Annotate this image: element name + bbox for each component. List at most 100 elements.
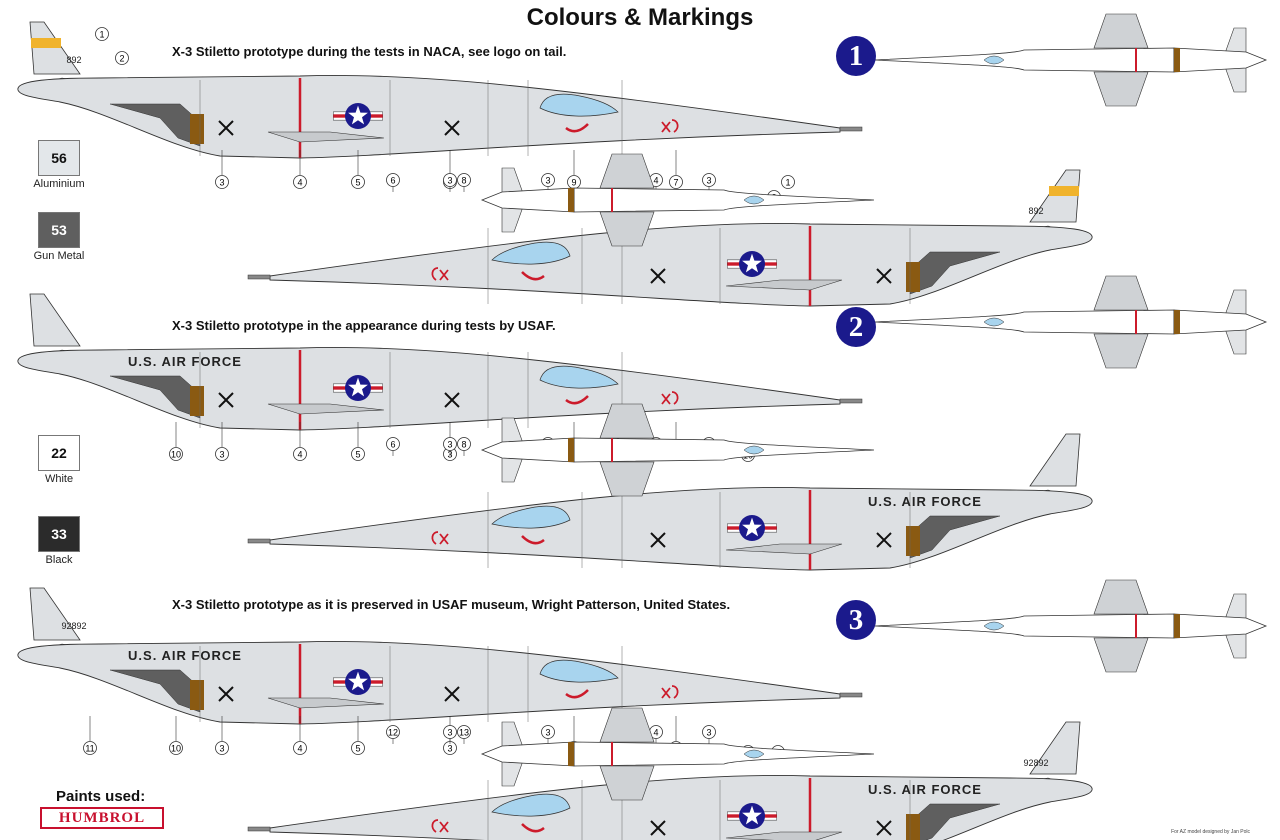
canopy: [539, 659, 619, 683]
plan-wing-lower: [599, 765, 655, 801]
callout-number: 3: [447, 176, 452, 186]
plan-canopy: [983, 317, 1005, 327]
callout-circle: [386, 437, 400, 451]
cross-marking: [218, 392, 234, 408]
side-view-right-scheme-1: 892: [247, 169, 1093, 307]
plan-exhaust: [1174, 614, 1180, 638]
exhaust-ring: [190, 386, 204, 416]
x-emblem: [661, 119, 679, 133]
callout-circle: [386, 725, 400, 739]
wing: [267, 697, 385, 709]
fuselage: [17, 640, 841, 725]
nose-probe: [839, 126, 863, 132]
wing: [267, 131, 385, 143]
paint-name-gun-metal: Gun Metal: [33, 250, 85, 262]
plan-exhaust: [1174, 310, 1180, 334]
callout-circle: [351, 175, 365, 189]
callout-number: 3: [706, 728, 711, 738]
cross-marking: [876, 268, 892, 284]
canopy: [491, 505, 571, 529]
plan-view-bottom-scheme-1: [480, 153, 875, 247]
star-icon: [742, 517, 762, 537]
designer-credit: For AZ model designed by Jan Polc: [1171, 829, 1250, 835]
callout-number: 4: [653, 728, 658, 738]
side-view-left-scheme-2: U.S. AIR FORCE: [17, 293, 863, 431]
callout-number: 3: [219, 450, 224, 460]
plan-canopy: [743, 445, 765, 455]
paint-swatch-aluminium: 56: [38, 140, 80, 176]
plan-view-bottom-scheme-3: [480, 707, 875, 801]
callout-number: 4: [297, 450, 302, 460]
callout-circle: [457, 173, 471, 187]
vertical-fin: [1029, 433, 1081, 487]
canopy: [539, 365, 619, 389]
cross-marking: [650, 820, 666, 836]
callout-number: 3: [545, 176, 550, 186]
canopy-release-arrow: [565, 689, 589, 699]
plan-canopy: [983, 621, 1005, 631]
fuselage: [269, 486, 1093, 571]
callout-number: 6: [390, 176, 395, 186]
plan-exhaust: [568, 188, 574, 212]
callout-circle: [351, 741, 365, 755]
nose-probe: [247, 274, 271, 280]
vertical-fin: [29, 587, 81, 641]
callout-circle: [293, 447, 307, 461]
plan-wing-lower: [1093, 71, 1149, 107]
callout-number: 6: [390, 440, 395, 450]
cross-marking: [876, 532, 892, 548]
callout-circle: [169, 447, 183, 461]
plan-wing-upper: [1093, 13, 1149, 49]
naca-tail-band: [31, 38, 61, 48]
callout-number: 8: [461, 176, 466, 186]
canopy-release-arrow: [565, 395, 589, 405]
us-air-force-marking: U.S. AIR FORCE: [868, 494, 982, 509]
us-air-force-marking: U.S. AIR FORCE: [128, 354, 242, 369]
callout-number: 4: [653, 176, 658, 186]
callout-number: 3: [219, 744, 224, 754]
callout-circle: [293, 175, 307, 189]
star-icon: [742, 805, 762, 825]
canopy-release-arrow: [521, 535, 545, 545]
x-emblem: [661, 391, 679, 405]
x-emblem: [431, 531, 449, 545]
callout-circle: [215, 447, 229, 461]
us-air-force-marking: U.S. AIR FORCE: [128, 648, 242, 663]
canopy: [539, 93, 619, 117]
callout-circle: [781, 175, 795, 189]
paints-used-label: Paints used:: [56, 788, 146, 805]
canopy-release-arrow: [521, 823, 545, 833]
callout-circle: [457, 437, 471, 451]
cross-marking: [218, 686, 234, 702]
exhaust-ring: [190, 680, 204, 710]
nose-probe: [247, 826, 271, 832]
plan-rear: [1173, 47, 1268, 73]
callout-number: 11: [85, 744, 94, 754]
x-emblem: [431, 819, 449, 833]
exhaust-ring: [906, 526, 920, 556]
callout-number: 1: [785, 178, 790, 188]
paint-name-white: White: [44, 473, 74, 485]
tail-serial: 92892: [1023, 758, 1048, 768]
tail-serial: 892: [66, 55, 81, 65]
plan-canopy: [983, 55, 1005, 65]
callout-number: 7: [673, 178, 678, 188]
callout-number: 10: [171, 450, 181, 460]
tail-serial: 892: [1028, 206, 1043, 216]
cross-marking: [444, 686, 460, 702]
fuselage: [17, 74, 841, 159]
paint-name-aluminium: Aluminium: [33, 178, 85, 190]
callout-number: 4: [297, 744, 302, 754]
plan-wing-lower: [1093, 637, 1149, 673]
plan-wing-lower: [599, 461, 655, 497]
star-icon: [348, 377, 368, 397]
scheme-3-number-badge: 3: [836, 600, 876, 640]
callout-number: 13: [459, 728, 469, 738]
callout-number: 4: [297, 178, 302, 188]
callout-circle: [541, 725, 555, 739]
nose-probe: [839, 692, 863, 698]
exhaust-ring: [190, 114, 204, 144]
